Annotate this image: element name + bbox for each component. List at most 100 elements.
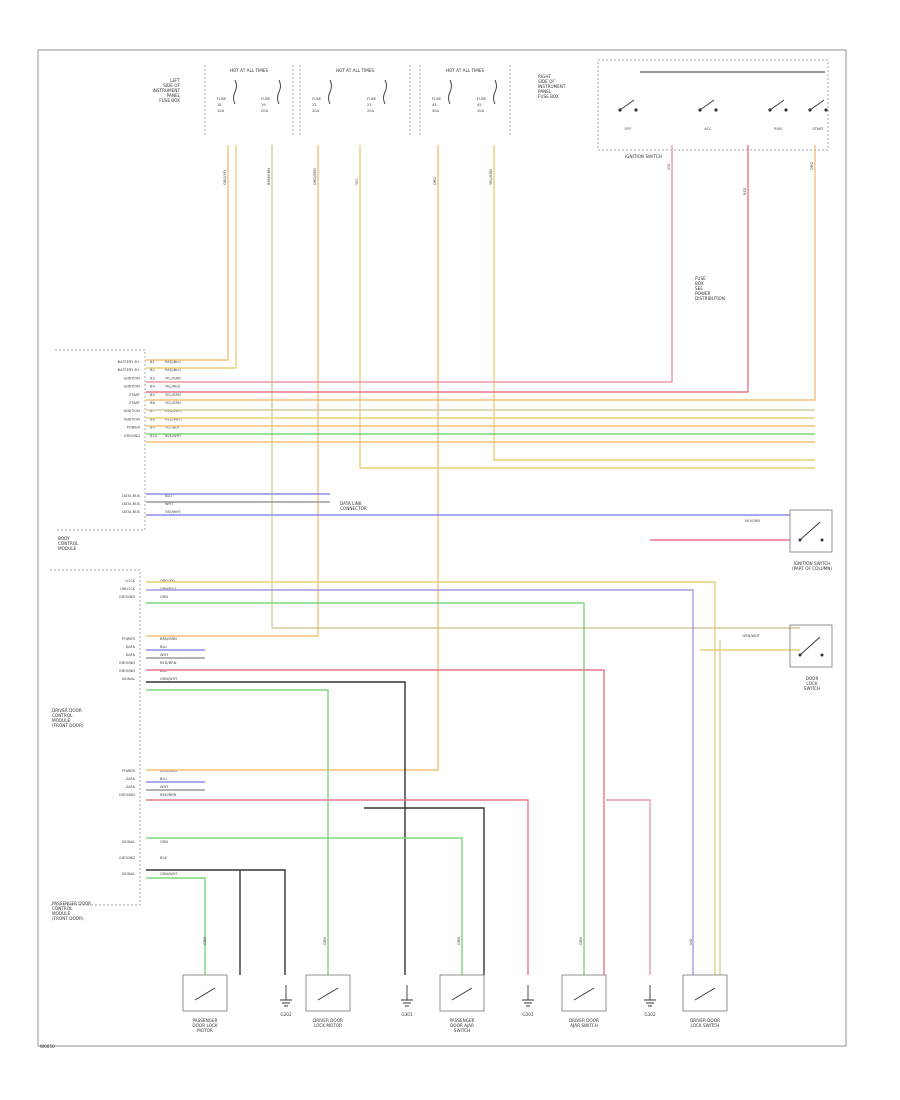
door-module-code: BRN/GRN xyxy=(160,769,177,773)
wire-door-red xyxy=(146,669,605,975)
wire-fuse-lock-switch xyxy=(271,145,800,629)
door-module-pin: GROUND xyxy=(119,595,135,599)
ground-label: G202 xyxy=(280,1012,292,1017)
component-label-line: SWITCH xyxy=(454,1028,470,1033)
door-module-code: BRN/GRN xyxy=(160,637,177,641)
bcm-label-line: BODY xyxy=(58,536,70,541)
switch-contact xyxy=(820,538,824,542)
wire-door-gnd xyxy=(146,602,585,975)
bcm-data-code: WHT xyxy=(165,502,174,506)
fuse-box-label-line: SIDE OF xyxy=(163,83,180,88)
wire-code-label: ORG xyxy=(433,177,437,185)
passenger-module-label: MODULE xyxy=(52,911,71,916)
fuse-label: 18 xyxy=(217,103,222,107)
wire-pass-gnd xyxy=(146,869,286,975)
passenger-module-label: PASSENGER DOOR xyxy=(52,901,91,906)
component-symbol xyxy=(451,987,473,1001)
fuse-symbol xyxy=(328,79,332,105)
switch-blade xyxy=(799,636,821,656)
bcm-pin-label: BATTERY B+ xyxy=(118,360,140,364)
wire-code-label: BRN/GRN xyxy=(267,168,271,185)
component-label-line: LOCK MOTOR xyxy=(314,1023,342,1028)
door-module-code: GRN/WHT xyxy=(160,677,178,681)
door-module-outline xyxy=(50,569,141,906)
wire-lock-1 xyxy=(146,581,716,975)
ground-label: G302 xyxy=(644,1012,656,1017)
component-box xyxy=(182,974,228,1012)
door-module-pin: SIGNAL xyxy=(122,677,135,681)
bcm-pin-number: B6 xyxy=(150,401,155,405)
driver-module-label: (FRONT DOOR) xyxy=(52,723,84,728)
bcm-data-pin: DATA BUS xyxy=(122,494,140,498)
fuse-block-label: HOT AT ALL TIMES xyxy=(230,68,269,73)
relay-note-line: FUSE xyxy=(695,276,706,281)
component-label-line: DOOR LOCK xyxy=(192,1023,217,1028)
wire-code-label: YEL xyxy=(355,179,359,185)
fuse-label: 20A xyxy=(312,109,320,113)
bcm-pin-number: B2 xyxy=(150,368,155,372)
switch-label-line: DOOR xyxy=(806,676,819,681)
fuse-label: FUSE xyxy=(367,97,377,101)
bcm-pin-label: IGNITION xyxy=(124,409,141,413)
door-module-pin: DATA xyxy=(126,645,136,649)
fuse-label: FUSE xyxy=(432,97,442,101)
figure-code: W0050 xyxy=(40,1044,55,1049)
door-module-code: WHT xyxy=(160,653,169,657)
component-box xyxy=(682,974,728,1012)
door-module-code: GRN/BLU xyxy=(160,587,176,591)
wire-code-label: GRN xyxy=(203,937,207,945)
bcm-data-pin: DATA BUS xyxy=(122,502,140,506)
wire-code-label: VIO xyxy=(689,938,693,945)
bcm-wire-code: YEL/BLK xyxy=(165,426,180,430)
bcm-pin-number: B8 xyxy=(150,417,155,421)
wire-pass-sig2 xyxy=(146,877,206,975)
component-label-line: MOTOR xyxy=(197,1028,213,1033)
fuse-symbol xyxy=(493,79,497,105)
bcm-wire-code: RED/BLU xyxy=(165,360,181,364)
bcm-pin-label: BATTERY B+ xyxy=(118,368,140,372)
wire-pass-red xyxy=(146,799,529,975)
driver-module-label: DRIVER DOOR xyxy=(52,708,82,713)
passenger-module-label: CONTROL xyxy=(52,906,73,911)
wire-code-label: RED xyxy=(743,187,747,195)
ground-label: G201 xyxy=(522,1012,534,1017)
wire-door-signal xyxy=(146,689,329,975)
fuse-label: 10A xyxy=(217,109,225,113)
switch-wire-code: GRN/WHT xyxy=(742,634,760,638)
fuse-box-label-line: INSTRUMENT xyxy=(538,84,566,89)
bcm-pin-number: B4 xyxy=(150,385,155,389)
component-label-line: DRIVER DOOR xyxy=(313,1018,343,1023)
switch-contact xyxy=(824,108,828,112)
network-note-line: CONNECTOR xyxy=(340,506,367,511)
fuse-label: 20A xyxy=(261,109,269,113)
bcm-pin-label: START xyxy=(129,393,141,397)
door-module-code: GRN xyxy=(160,595,168,599)
fuse-label: FUSE xyxy=(312,97,322,101)
ground-label: G301 xyxy=(401,1012,413,1017)
driver-module-label: MODULE xyxy=(52,718,71,723)
switch-wire-code: VIO/GRN xyxy=(744,519,760,523)
fuse-label: FUSE xyxy=(261,97,271,101)
fuse-box-label-line: INSTRUMENT xyxy=(152,88,180,93)
door-module-pin: POWER xyxy=(122,769,136,773)
fuse-label: 30A xyxy=(432,109,440,113)
component-label-line: PASSENGER xyxy=(449,1018,474,1023)
wire-code-label: ORG xyxy=(810,162,814,170)
wire-fuse23 xyxy=(359,145,815,469)
door-module-code: BLK xyxy=(160,856,167,860)
door-module-code: BLU xyxy=(160,645,167,649)
bcm-label-line: CONTROL xyxy=(58,541,79,546)
bcm-wire-code: RED/BLU xyxy=(165,368,181,372)
door-module-pin: DATA xyxy=(126,785,136,789)
wire-fuse18 xyxy=(146,145,229,361)
ignition-switch-outline xyxy=(597,59,829,151)
wire-fuse22 xyxy=(146,145,319,637)
wire-code-label: VIO xyxy=(667,163,671,170)
switch-contact xyxy=(634,108,638,112)
wire-code-label: YEL/GRN xyxy=(489,169,493,185)
door-module-code: ORG/YEL xyxy=(160,579,176,583)
